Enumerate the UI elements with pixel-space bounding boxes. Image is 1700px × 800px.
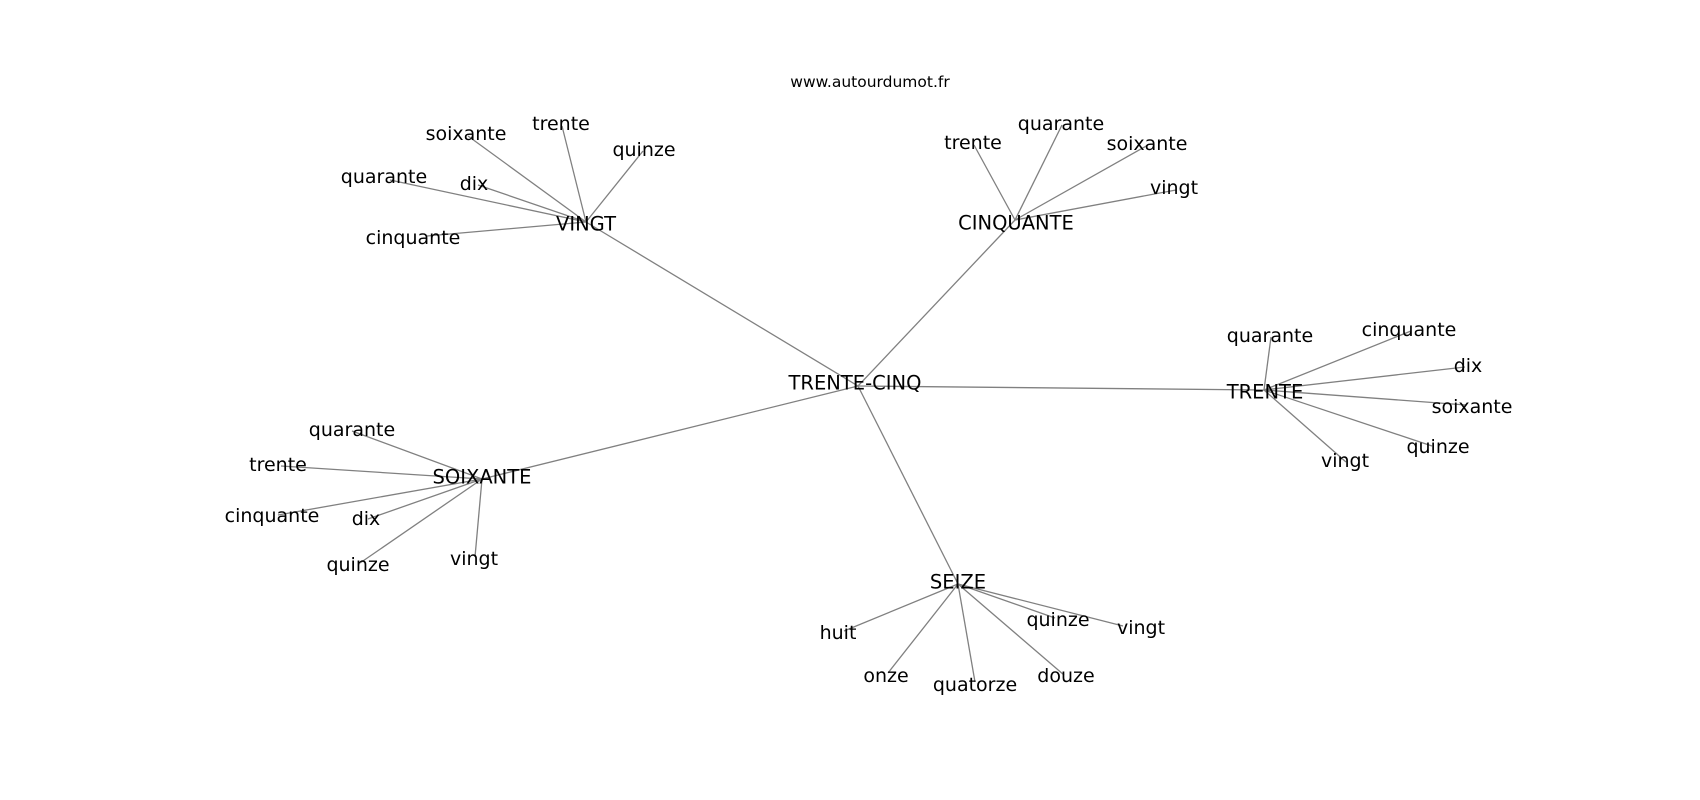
edge-soixante-trente: [280, 465, 483, 480]
leaf-node-trente-dix[interactable]: dix: [1454, 355, 1483, 377]
edge-vingt-quarante: [389, 179, 587, 223]
leaf-node-cinquante-soixante[interactable]: soixante: [1107, 133, 1188, 155]
leaf-node-trente-soixante[interactable]: soixante: [1432, 396, 1513, 418]
leaf-node-seize-quinze[interactable]: quinze: [1026, 609, 1089, 631]
hub-node-trente[interactable]: TRENTE: [1226, 381, 1304, 404]
graph-labels: www.autourdumot.fr TRENTE-CINQ VINGT soixa…: [225, 73, 1513, 696]
leaf-node-seize-vingt[interactable]: vingt: [1117, 617, 1165, 639]
edge-soixante-dix: [367, 478, 483, 520]
leaf-node-vingt-cinquante[interactable]: cinquante: [366, 227, 461, 249]
edge-seize-huit: [843, 583, 959, 632]
edge-vingt-dix: [477, 184, 587, 223]
leaf-node-cinquante-quarante[interactable]: quarante: [1018, 113, 1104, 135]
edge-soixante-vingt: [474, 478, 483, 558]
leaf-node-soixante-cinquante[interactable]: cinquante: [225, 505, 320, 527]
edge-seize-quatorze: [957, 583, 976, 683]
graph-edges: [277, 124, 1467, 683]
hub-node-seize[interactable]: SEIZE: [930, 571, 986, 594]
edge-cinquante-trente: [973, 144, 1016, 221]
hub-node-cinquante[interactable]: CINQUANTE: [958, 212, 1074, 235]
edge-seize-onze: [887, 583, 959, 674]
edge-center-soixante: [481, 385, 859, 480]
hub-node-vingt[interactable]: VINGT: [556, 213, 616, 236]
leaf-node-vingt-soixante[interactable]: soixante: [426, 123, 507, 145]
edge-soixante-cinquante: [277, 478, 483, 516]
edge-trente-dix: [1263, 366, 1466, 391]
edge-seize-quinze: [957, 583, 1056, 619]
leaf-node-soixante-dix[interactable]: dix: [352, 508, 381, 530]
leaf-node-trente-cinquante[interactable]: cinquante: [1362, 319, 1457, 341]
leaf-node-soixante-trente[interactable]: trente: [249, 454, 307, 476]
edge-center-trente: [857, 385, 1265, 391]
source-watermark: www.autourdumot.fr: [790, 73, 950, 91]
leaf-node-cinquante-vingt[interactable]: vingt: [1150, 177, 1198, 199]
leaf-node-cinquante-trente[interactable]: trente: [944, 132, 1002, 154]
leaf-node-trente-vingt[interactable]: vingt: [1321, 450, 1369, 472]
edge-seize-douze: [957, 583, 1065, 676]
leaf-node-soixante-quarante[interactable]: quarante: [309, 419, 395, 441]
edge-soixante-quarante: [351, 430, 483, 480]
leaf-node-seize-quatorze[interactable]: quatorze: [933, 674, 1017, 696]
leaf-node-seize-douze[interactable]: douze: [1037, 665, 1094, 687]
leaf-node-soixante-vingt[interactable]: vingt: [450, 548, 498, 570]
edge-trente-quinze: [1263, 389, 1433, 447]
edge-vingt-trente: [561, 125, 587, 223]
center-node-label[interactable]: TRENTE-CINQ: [788, 372, 922, 395]
leaf-node-seize-huit[interactable]: huit: [820, 622, 857, 644]
edge-seize-vingt: [957, 583, 1124, 627]
leaf-node-vingt-quinze[interactable]: quinze: [612, 139, 675, 161]
edge-soixante-quinze: [359, 478, 483, 564]
leaf-node-trente-quarante[interactable]: quarante: [1227, 325, 1313, 347]
edge-vingt-quinze: [585, 150, 644, 223]
edge-vingt-cinquante: [426, 221, 587, 237]
leaf-node-trente-quinze[interactable]: quinze: [1406, 436, 1469, 458]
leaf-node-seize-onze[interactable]: onze: [863, 665, 908, 687]
edge-trente-cinquante: [1263, 330, 1412, 391]
leaf-node-vingt-trente[interactable]: trente: [532, 113, 590, 135]
edge-trente-soixante: [1263, 389, 1467, 406]
leaf-node-soixante-quinze[interactable]: quinze: [326, 554, 389, 576]
edge-vingt-soixante: [467, 135, 587, 223]
edge-cinquante-vingt: [1014, 189, 1177, 221]
leaf-node-vingt-dix[interactable]: dix: [460, 173, 489, 195]
edge-cinquante-soixante: [1014, 144, 1149, 221]
edge-trente-vingt: [1263, 389, 1347, 463]
edge-cinquante-quarante: [1014, 124, 1063, 221]
edge-trente-quarante: [1263, 336, 1272, 391]
leaf-node-vingt-quarante[interactable]: quarante: [341, 166, 427, 188]
hub-node-soixante[interactable]: SOIXANTE: [433, 466, 532, 489]
edge-center-seize: [857, 385, 959, 585]
edge-center-vingt: [585, 221, 859, 387]
edge-center-cinquante: [857, 219, 1016, 387]
